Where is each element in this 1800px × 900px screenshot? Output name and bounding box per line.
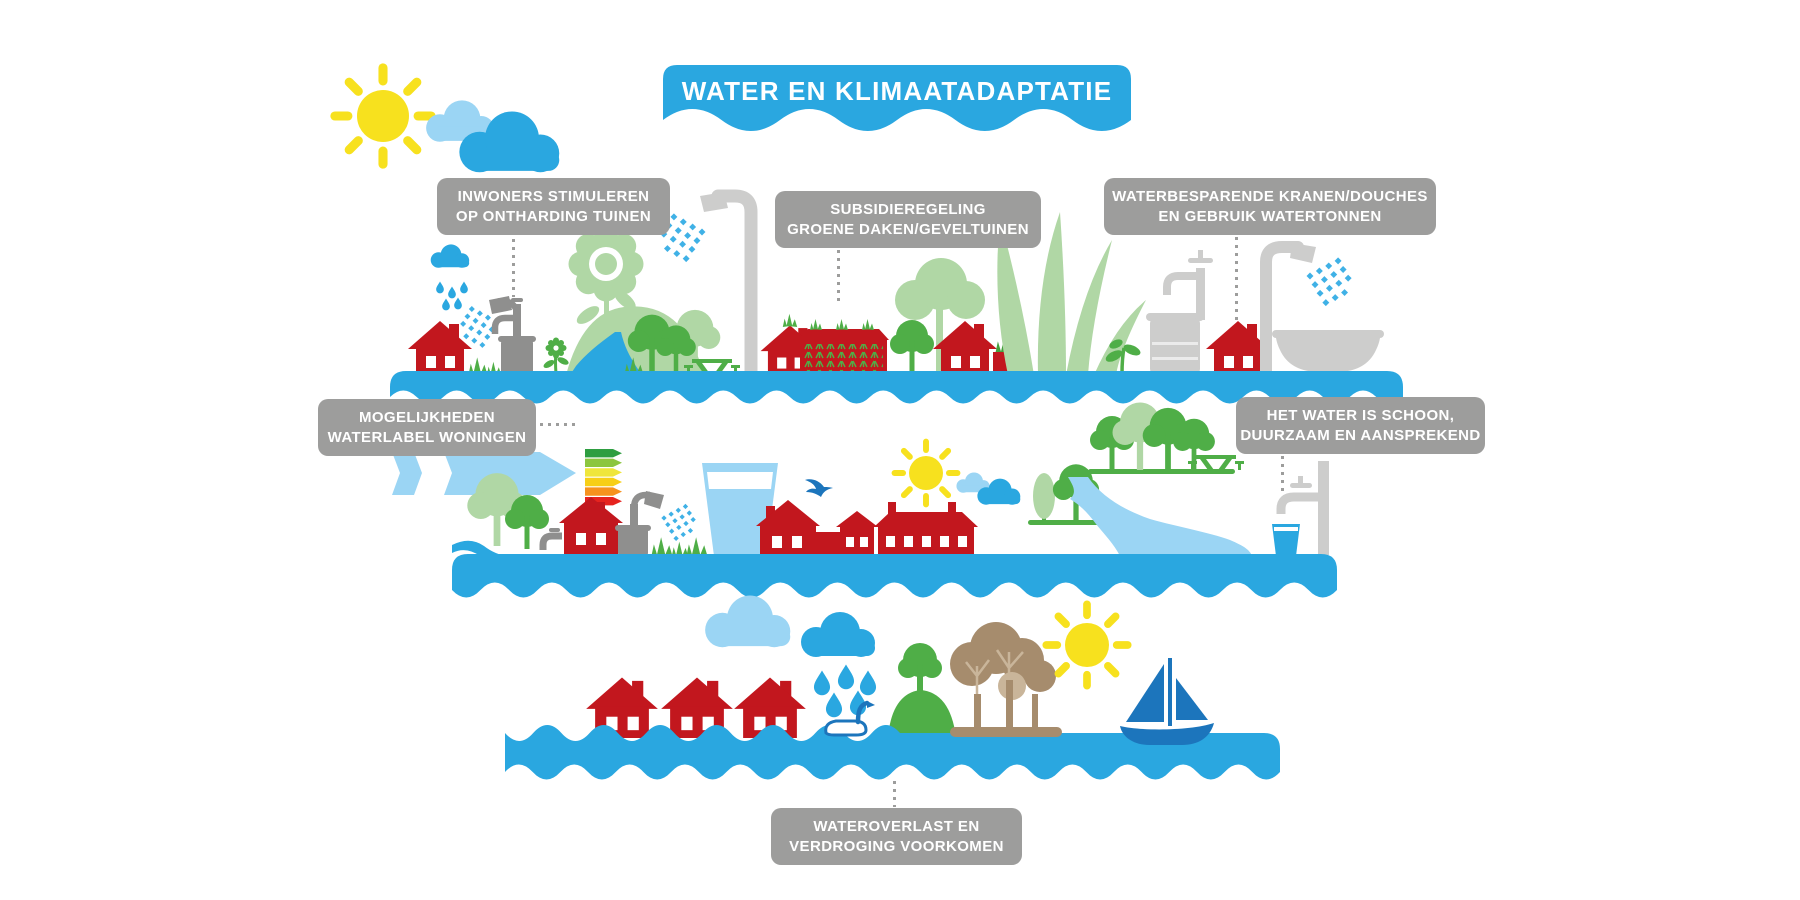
house-icon	[408, 321, 472, 375]
water-band-3	[505, 725, 1280, 780]
water-pump-icon	[615, 491, 696, 556]
band1-scene	[408, 189, 1384, 382]
band2-scene	[392, 402, 1329, 566]
cloud-icon	[705, 595, 791, 648]
faucet-icon	[539, 528, 562, 550]
house-icon	[756, 500, 842, 557]
shower-icon	[1260, 241, 1352, 381]
page-title: WATER EN KLIMAATADAPTATIE	[681, 75, 1113, 106]
band3-scene	[586, 595, 956, 738]
bathtub-icon	[1272, 330, 1384, 377]
label-text: SUBSIDIEREGELING GROENE DAKEN/GEVELTUINE…	[787, 200, 1029, 238]
label-wateroverlast: WATEROVERLAST EN VERDROGING VOORKOMEN	[771, 808, 1022, 865]
house-icon	[836, 511, 878, 557]
rain-barrel-icon	[1146, 250, 1213, 374]
dotted-connector	[837, 250, 840, 302]
label-waterbesparende-kranen: WATERBESPARENDE KRANEN/DOUCHES EN GEBRUI…	[1104, 178, 1436, 235]
river-icon	[1068, 477, 1252, 556]
ground-line	[1088, 469, 1235, 474]
shower-icon	[660, 189, 758, 382]
cloud-icon	[956, 472, 1021, 505]
label-text: WATERBESPARENDE KRANEN/DOUCHES EN GEBRUI…	[1112, 187, 1428, 225]
tree-icon	[1090, 402, 1215, 470]
rain-cloud-icon	[801, 612, 875, 657]
dotted-connector	[1235, 237, 1238, 321]
label-text: MOGELIJKHEDEN WATERLABEL WONINGEN	[327, 408, 527, 446]
label-text: HET WATER IS SCHOON, DUURZAAM EN AANSPRE…	[1240, 406, 1481, 444]
raindrops-icon	[813, 664, 877, 718]
dry-trees-icon	[950, 622, 1056, 728]
label-waterlabel-woningen: MOGELIJKHEDEN WATERLABEL WONINGEN	[318, 399, 536, 456]
rain-cloud-icon	[430, 244, 470, 311]
title-banner	[663, 65, 1131, 131]
water-arrow-icon	[392, 452, 576, 495]
sun-icon	[335, 68, 431, 164]
row-houses-icon	[874, 502, 978, 557]
tree-icon	[890, 258, 985, 375]
water-band-2	[452, 554, 1337, 598]
dotted-connector	[893, 781, 896, 807]
facade-garden-icon	[798, 319, 889, 375]
island-icon	[888, 643, 956, 737]
water-pump-icon	[460, 296, 536, 374]
label-inwoners-stimuleren: INWONERS STIMULEREN OP ONTHARDING TUINEN	[437, 178, 670, 235]
swan-icon	[824, 700, 875, 737]
water-band-1	[390, 371, 1403, 404]
dotted-connector	[540, 423, 578, 426]
sun-icon	[1046, 604, 1127, 685]
dotted-connector	[1281, 456, 1284, 496]
picnic-table-icon	[1188, 455, 1244, 470]
drinking-tap-icon	[1272, 461, 1329, 556]
sun-icon	[895, 442, 958, 505]
dotted-connector	[512, 239, 515, 297]
swallow-icon	[805, 479, 833, 497]
sailboat-icon	[1120, 658, 1214, 745]
energy-label-icon	[585, 449, 622, 506]
tall-grass-icon	[997, 212, 1146, 375]
ground-line	[1028, 520, 1106, 525]
band3-foreground	[824, 604, 1214, 745]
water-glass-icon	[702, 463, 778, 556]
stream-icon	[570, 332, 642, 375]
cloud-icon	[426, 100, 560, 173]
tree-icon	[1033, 464, 1100, 522]
label-water-schoon: HET WATER IS SCHOON, DUURZAAM EN AANSPRE…	[1236, 397, 1485, 454]
house-icon	[559, 497, 623, 557]
dry-bank-icon	[950, 727, 1062, 737]
label-text: INWONERS STIMULEREN OP ONTHARDING TUINEN	[455, 187, 652, 225]
label-subsidieregeling: SUBSIDIEREGELING GROENE DAKEN/GEVELTUINE…	[775, 191, 1041, 248]
flower-icon	[543, 337, 569, 375]
label-text: WATEROVERLAST EN VERDROGING VOORKOMEN	[789, 817, 1004, 855]
